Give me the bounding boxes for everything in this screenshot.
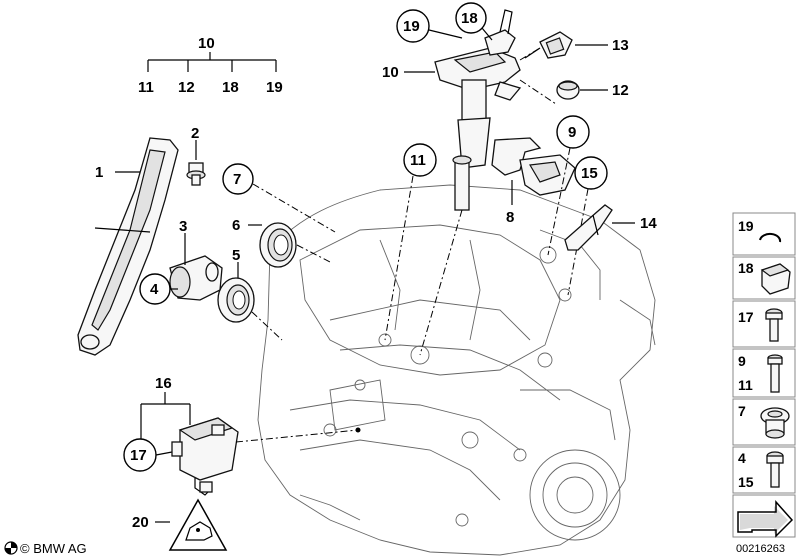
callout-8: 8: [506, 209, 514, 226]
legend-label-4: 4: [738, 450, 746, 466]
screw-4-icon: [766, 451, 784, 488]
callout-18: 18: [461, 10, 478, 27]
legend-label-19: 19: [738, 218, 754, 234]
callout-14: 14: [640, 215, 657, 232]
callout-4: 4: [150, 281, 159, 298]
legend-panel: 19 18 17 9 11 7 4: [732, 212, 796, 538]
circlip-icon: [759, 232, 782, 243]
callout-20: 20: [132, 514, 149, 531]
bmw-logo: [4, 541, 18, 555]
control-module-part: [171, 417, 239, 496]
callout-18-circle: [455, 2, 487, 34]
seal-ring-part: [217, 277, 255, 323]
callout-7: 7: [233, 171, 241, 188]
bushing-part: [556, 80, 580, 100]
arrow-icon: [737, 500, 794, 538]
bracket-plate-part: [491, 137, 576, 196]
legend-label-15: 15: [738, 474, 754, 490]
callout-2: 2: [191, 125, 199, 142]
callout-10-group: 10: [198, 35, 215, 52]
screw-9-icon: [767, 354, 783, 393]
callout-11-group: 11: [138, 79, 154, 96]
callout-16: 16: [155, 375, 172, 392]
legend-label-7: 7: [738, 403, 746, 419]
callout-18-group: 18: [222, 79, 239, 96]
callout-17: 17: [130, 447, 147, 464]
reference-number: 00216263: [736, 543, 785, 555]
warning-triangle-icon: [168, 498, 228, 551]
callout-12-group: 12: [178, 79, 195, 96]
callout-6: 6: [232, 217, 240, 234]
callout-19-group: 19: [266, 79, 283, 96]
callout-9: 9: [568, 124, 576, 141]
clip-block-icon: [760, 263, 791, 295]
release-lever-part: [77, 137, 179, 356]
callout-11-circle: [403, 143, 437, 177]
callout-15-circle: [574, 156, 608, 190]
callout-3: 3: [179, 218, 187, 235]
callout-11: 11: [410, 152, 426, 169]
callout-9-circle: [556, 115, 590, 149]
plug-7-icon: [760, 407, 790, 439]
transmission-housing: [257, 184, 656, 556]
shaft-seal-part: [259, 222, 297, 268]
callout-19: 19: [403, 18, 420, 35]
callout-13: 13: [612, 37, 629, 54]
legend-label-11: 11: [738, 377, 753, 393]
guide-sleeve-part: [169, 255, 223, 301]
legend-label-17: 17: [738, 309, 754, 325]
spring-clip-part: [564, 204, 613, 251]
callout-1: 1: [95, 164, 103, 181]
switch-sensor-part: [524, 31, 573, 59]
copyright-text: © BMW AG: [20, 541, 87, 556]
callout-12: 12: [612, 82, 629, 99]
legend-label-18: 18: [738, 260, 754, 276]
callout-5: 5: [232, 247, 240, 264]
callout-19-circle: [396, 9, 430, 43]
pivot-bolt-part: [186, 162, 206, 186]
shift-mechanism-part: [434, 9, 522, 211]
screw-17-icon: [765, 308, 783, 342]
legend-label-9: 9: [738, 353, 746, 369]
callout-10: 10: [382, 64, 399, 81]
callout-15: 15: [581, 165, 598, 182]
callout-7-circle: [222, 163, 254, 195]
